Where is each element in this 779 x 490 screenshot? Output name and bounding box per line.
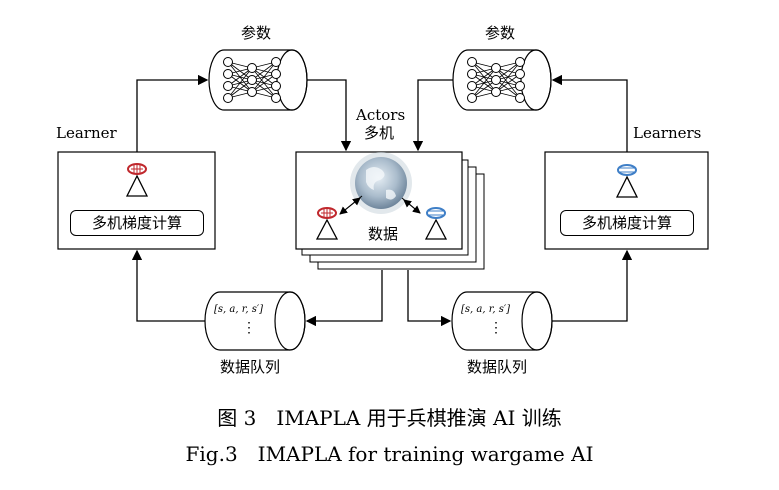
params-right-cylinder — [452, 49, 552, 111]
params-left-cylinder — [208, 49, 308, 111]
nn-node — [467, 57, 477, 67]
learner-left-to-params-arrow — [136, 74, 209, 152]
nn-node — [223, 69, 233, 79]
nn-node — [515, 93, 525, 103]
nn-node — [271, 93, 281, 103]
queue-left-dots: ⋮ — [242, 320, 256, 336]
neural-network-icon-right — [467, 57, 525, 103]
nn-node — [491, 87, 501, 97]
nn-node — [515, 69, 525, 79]
nn-node — [223, 81, 233, 91]
nn-node — [271, 81, 281, 91]
red-agent-to-globe-arrow — [339, 197, 361, 215]
actors-to-queue-right-arrow — [407, 270, 452, 327]
actors-multi-label: 多机 — [364, 124, 395, 142]
queue-right-dots: ⋮ — [489, 320, 503, 336]
params-left-to-actors-arrow — [307, 79, 352, 152]
nn-node — [271, 57, 281, 67]
caption-english: Fig.3 IMAPLA for training wargame AI — [185, 442, 594, 466]
data-label: 数据 — [368, 225, 399, 243]
queue-right-to-learner-arrow — [552, 249, 633, 322]
learner-right-label: Learners — [633, 124, 702, 142]
multi-gpu-right-box: 多机梯度计算 — [560, 210, 694, 236]
nn-node — [223, 57, 233, 67]
nn-node — [515, 81, 525, 91]
blue-agent-icon-actor — [424, 207, 448, 240]
params-left-label: 参数 — [241, 24, 272, 42]
red-agent-icon-actor — [315, 207, 339, 240]
nn-node — [491, 63, 501, 73]
learner-left-label: Learner — [56, 124, 117, 142]
nn-node — [515, 57, 525, 67]
nn-node — [247, 75, 257, 85]
nn-node — [467, 81, 477, 91]
queue-left-to-learner-arrow — [131, 249, 205, 322]
queue-left-cylinder — [204, 291, 306, 351]
actors-label: Actors — [356, 106, 406, 124]
nn-node — [467, 69, 477, 79]
nn-node — [467, 93, 477, 103]
params-right-to-actors-arrow — [412, 79, 453, 152]
queue-left-label: 数据队列 — [220, 358, 281, 376]
queue-left-tuple: [s, a, r, s′] — [214, 304, 264, 315]
multi-gpu-left-box: 多机梯度计算 — [70, 210, 204, 236]
nn-node — [491, 75, 501, 85]
nn-node — [247, 87, 257, 97]
queue-right-tuple: [s, a, r, s′] — [461, 304, 511, 315]
nn-node — [223, 93, 233, 103]
environment-globe-icon — [350, 152, 412, 214]
actors-to-queue-left-arrow — [305, 270, 383, 327]
params-right-label: 参数 — [485, 24, 516, 42]
blue-agent-icon-learner — [615, 164, 639, 198]
nn-node — [247, 63, 257, 73]
caption-chinese: 图 3 IMAPLA 用于兵棋推演 AI 训练 — [217, 406, 562, 430]
learner-right-to-params-arrow — [551, 74, 628, 152]
red-agent-icon-learner — [125, 163, 149, 197]
neural-network-icon-left — [223, 57, 281, 103]
queue-right-label: 数据队列 — [467, 358, 528, 376]
blue-agent-to-globe-arrow — [403, 199, 421, 214]
nn-node — [271, 69, 281, 79]
